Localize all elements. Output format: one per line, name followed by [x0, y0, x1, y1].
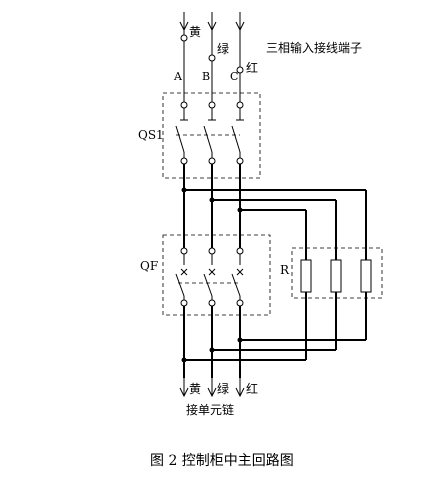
resistor-bus-bottom [181, 292, 367, 363]
phase-label-b: B [202, 70, 210, 83]
resistor-label: R [280, 263, 290, 277]
terminal-note: 三相输入接线端子 [266, 40, 362, 55]
phase-label-a: A [173, 70, 183, 83]
output-arrows [179, 378, 245, 398]
input-terminals [180, 34, 244, 74]
terminal-label-red-bottom: 红 [246, 381, 258, 396]
resistor-bus-top [181, 187, 367, 260]
disconnect-switch-qs1 [162, 92, 261, 179]
output-wires [183, 306, 241, 378]
resistor-2 [330, 259, 342, 293]
terminal-label-yellow-bottom: 黄 [189, 382, 201, 396]
circuit-breaker-qf [162, 234, 271, 316]
terminal-label-red-top: 红 [246, 60, 258, 75]
qs1-pole-c [231, 101, 244, 165]
qf-pole-c [231, 247, 244, 307]
qf-pole-b [203, 247, 216, 307]
phase-label-c: C [230, 70, 238, 83]
resistor-1 [300, 259, 312, 293]
bottom-note: 接单元链 [186, 402, 234, 417]
terminal-label-yellow-top: 黄 [189, 25, 201, 39]
qs1-pole-a [175, 101, 188, 165]
breaker-label: QF [140, 259, 158, 273]
qs1-pole-b [203, 101, 216, 165]
switch-label: QS1 [138, 128, 164, 142]
qf-pole-a [175, 247, 188, 307]
figure-caption: 图 2 控制柜中主回路图 [150, 453, 294, 469]
mid-wires [183, 164, 241, 248]
terminal-label-green-top: 绿 [217, 41, 229, 56]
terminal-label-green-bottom: 绿 [217, 381, 229, 396]
input-wires [183, 30, 241, 102]
resistor-3 [360, 259, 372, 293]
